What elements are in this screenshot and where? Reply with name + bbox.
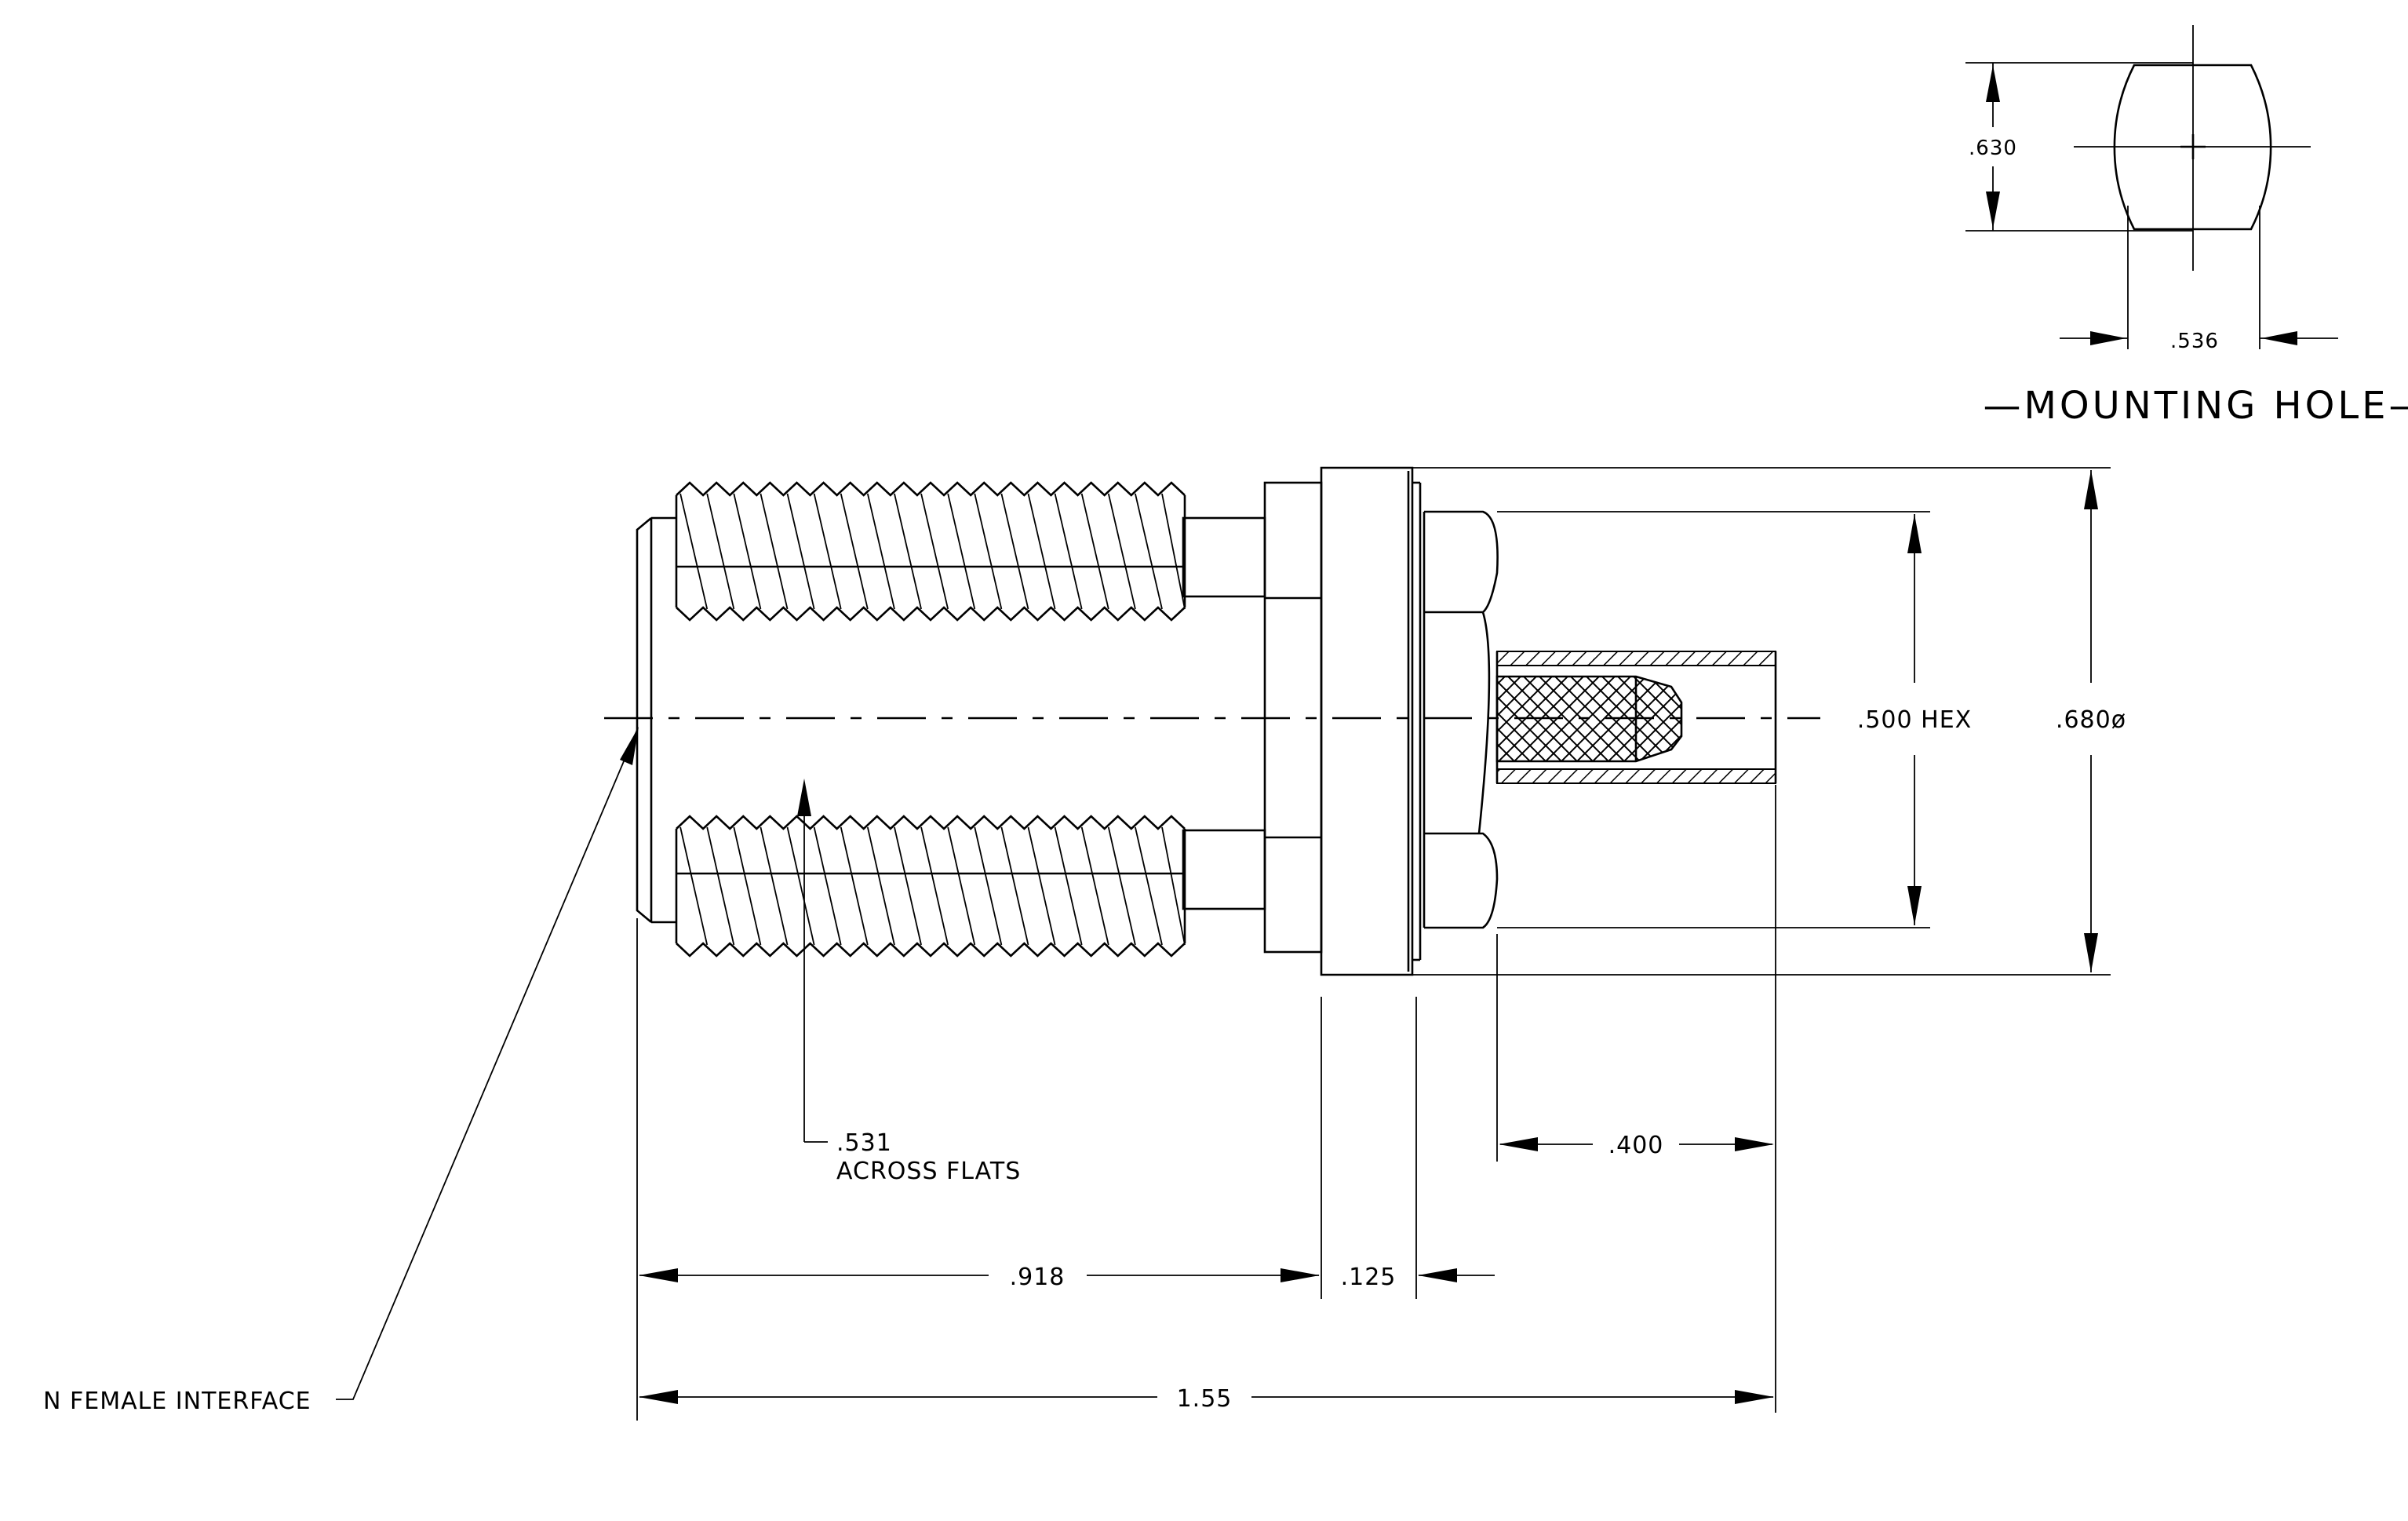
neck-bottom <box>1182 829 1266 910</box>
front-lip <box>636 517 652 923</box>
thread-flank <box>974 493 1003 610</box>
thread-flank <box>1161 493 1186 610</box>
mounting-hole-height-label: .630 <box>1969 137 2017 160</box>
across-flats-value: .531 <box>836 1129 892 1157</box>
mounting-hole-title: —MOUNTING HOLE— <box>1983 384 2408 428</box>
connector-body <box>636 466 1777 976</box>
mounting-hole-width-label: .536 <box>2170 330 2219 353</box>
thread-flank <box>760 493 789 610</box>
thread-flank <box>1080 826 1109 946</box>
thread-flank <box>760 826 789 946</box>
thread-flank <box>679 493 709 610</box>
tail-length-label: .400 <box>1608 1132 1664 1159</box>
diameter-dim-label: .680ø <box>2056 706 2126 734</box>
thread-flank <box>920 493 949 610</box>
thread-flank <box>813 493 842 610</box>
thread-flank <box>1080 493 1109 610</box>
thread-flank <box>1107 826 1136 946</box>
thread-flank <box>1135 493 1163 610</box>
thread-flank <box>706 826 735 946</box>
thread-flank <box>866 826 895 946</box>
thread-flank <box>840 493 869 610</box>
thread-flank <box>733 493 762 610</box>
thread-flank <box>1027 826 1056 946</box>
thread-flank <box>1027 493 1056 610</box>
thread-flank <box>1054 493 1083 610</box>
thread-flank <box>866 493 895 610</box>
interface-callout: N FEMALE INTERFACE <box>43 1388 311 1415</box>
thread-flank <box>1000 826 1029 946</box>
thread-flank <box>733 826 762 946</box>
thread-flank <box>920 826 949 946</box>
thread-flank <box>840 826 869 946</box>
thread-flank <box>813 826 842 946</box>
mounting-hole-outline <box>2113 64 2272 231</box>
thread-root <box>676 606 1186 622</box>
thread-root <box>676 942 1186 957</box>
solder-cup-bottom-wall <box>1496 768 1776 784</box>
thread-crest <box>676 481 1186 497</box>
solder-cup-top-wall <box>1496 651 1776 666</box>
thread-flank <box>679 826 709 946</box>
across-flats-text: ACROSS FLATS <box>836 1158 1021 1185</box>
flange-thickness-label: .125 <box>1341 1264 1397 1291</box>
thread-flank <box>786 493 815 610</box>
thread-flank <box>947 826 976 946</box>
thread-bottom <box>675 815 1186 957</box>
mounting-hole-view: .630 .536 —MOUNTING HOLE— <box>1965 25 2408 428</box>
hex-dim-label: .500 HEX <box>1857 706 1972 734</box>
thread-flank <box>894 493 922 610</box>
thread-flank <box>1161 826 1186 946</box>
thread-flank <box>1107 493 1136 610</box>
thread-flank <box>786 826 815 946</box>
overall-length-label: 1.55 <box>1177 1385 1233 1413</box>
dimensions: .500 HEX .680ø .531 ACROSS FLATS .400 .9 <box>43 467 2126 1421</box>
body-length-label: .918 <box>1010 1264 1066 1291</box>
thread-flank <box>974 826 1003 946</box>
thread-top <box>675 481 1186 622</box>
thread-flank <box>706 493 735 610</box>
hex-nut-rear <box>1423 510 1499 929</box>
thread-flank <box>1135 826 1163 946</box>
thread-flank <box>1000 493 1029 610</box>
thread-crest <box>676 815 1186 830</box>
thread-flank <box>1054 826 1083 946</box>
thread-flank <box>947 493 976 610</box>
neck-top <box>1182 516 1266 598</box>
thread-flank <box>894 826 922 946</box>
flange <box>1320 466 1414 976</box>
